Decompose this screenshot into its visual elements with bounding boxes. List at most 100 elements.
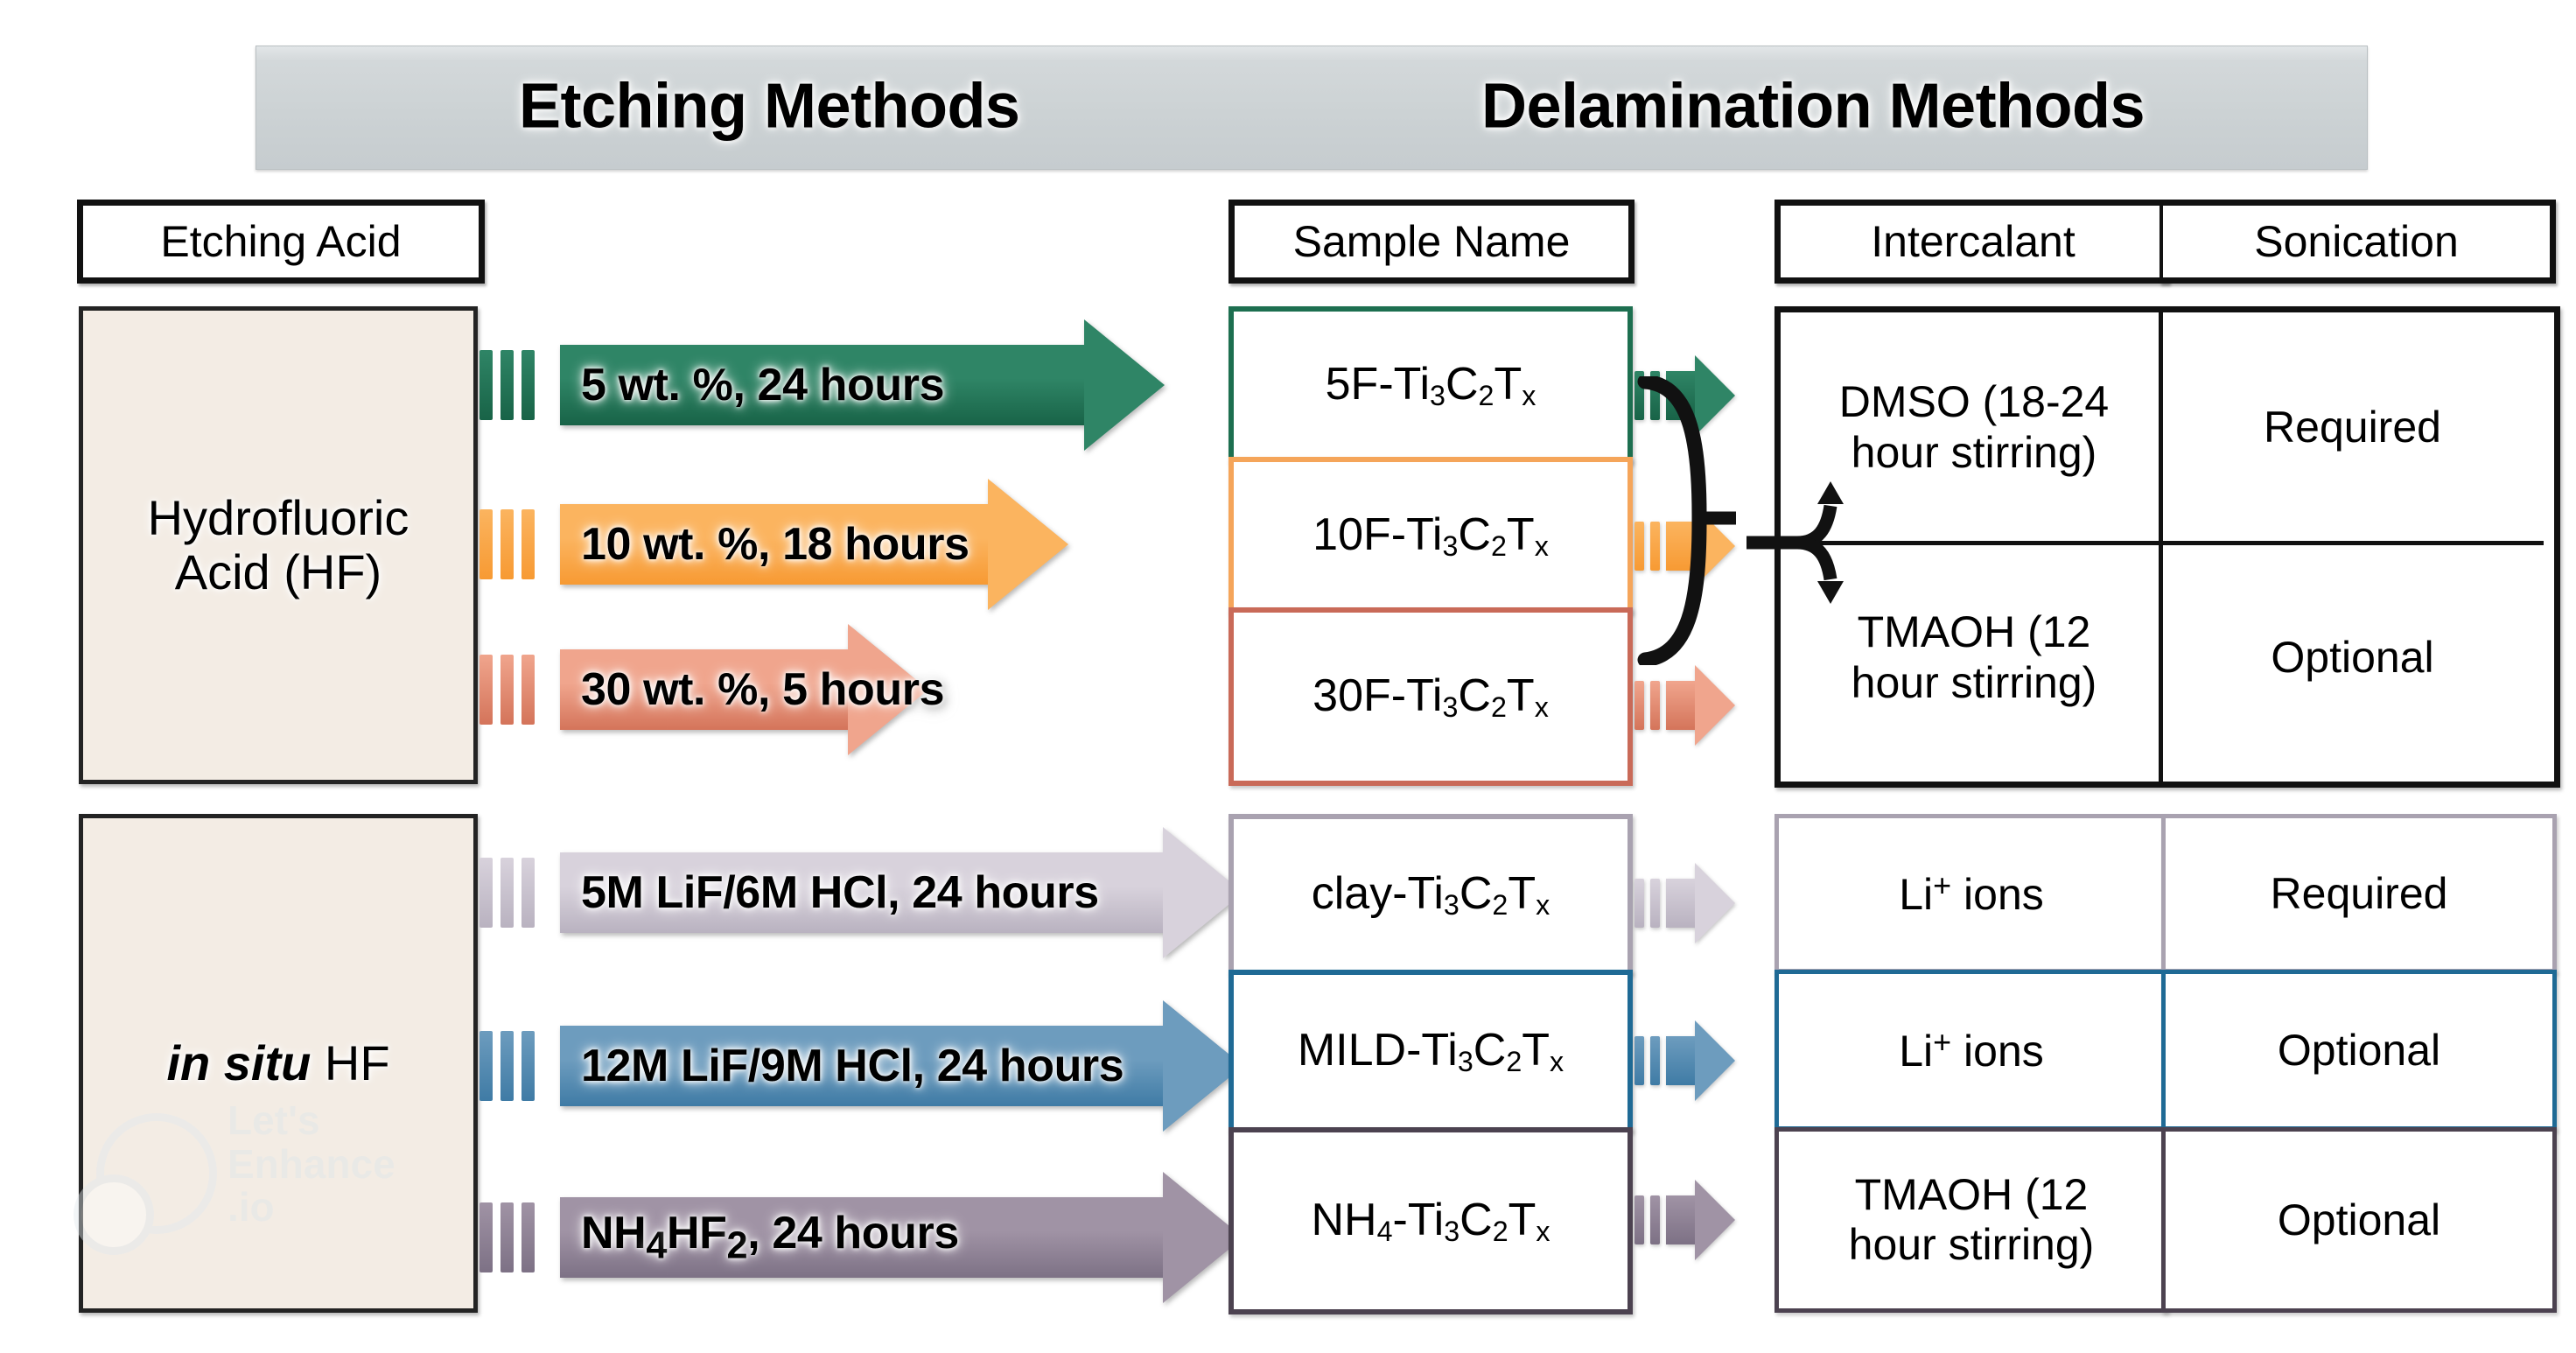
banner-delamination-methods-label: Delamination Methods (1481, 71, 2146, 142)
acid-box-in-situ-hf: in situ HF (79, 814, 478, 1313)
tick-marks-row-1 (480, 350, 535, 420)
tick-bar (522, 350, 535, 420)
etching-arrow-row-2: 10 wt. %, 18 hours (560, 479, 1068, 610)
sample-box-mild: MILD-Ti3C2Tx (1228, 970, 1633, 1132)
cell-sonication-2: Optional (2161, 970, 2557, 1131)
connector-shaft (1666, 1036, 1696, 1085)
sample-box-nh4: NH4-Ti3C2Tx (1228, 1127, 1633, 1314)
arrow-head (1084, 319, 1165, 451)
connector-arrow-4 (1634, 863, 1735, 943)
connector-shaft (1666, 681, 1696, 730)
tick-marks-row-3 (480, 655, 535, 725)
connector-ticks (1634, 681, 1660, 730)
connector-head (1695, 355, 1735, 436)
column-header-sonication: Sonication (2160, 200, 2556, 284)
tick-marks-row-6 (480, 1202, 535, 1272)
arrow-head (848, 624, 928, 755)
connector-shaft (1666, 1195, 1696, 1244)
connector-head (1695, 665, 1735, 746)
tick-marks-row-4 (480, 858, 535, 928)
tick-marks-row-5 (480, 1031, 535, 1101)
etching-condition-label-6: NH4HF2, 24 hours (581, 1208, 959, 1267)
tick-bar (522, 509, 535, 579)
etching-arrow-row-1: 5 wt. %, 24 hours (560, 319, 1165, 451)
sample-name-4: clay-Ti3C2Tx (1311, 867, 1550, 922)
tick-bar (480, 858, 493, 928)
intercalant-tmaoh-label-bottom: TMAOH (12 hour stirring) (1848, 1170, 2095, 1269)
tick-bar (480, 655, 493, 725)
etching-arrow-row-4: 5M LiF/6M HCl, 24 hours (560, 827, 1243, 958)
merge-brace (1637, 376, 1736, 665)
sample-name-6: NH4-Ti3C2Tx (1311, 1194, 1550, 1248)
intercalant-li-label-2: Li+ ions (1899, 1023, 2044, 1076)
sample-box-10f: 10F-Ti3C2Tx (1228, 457, 1633, 614)
tick-bar (500, 1202, 514, 1272)
connector-ticks (1634, 522, 1660, 571)
intercalant-dmso-label: DMSO (18-24 hour stirring) (1838, 376, 2110, 477)
tick-bar (500, 350, 514, 420)
cell-intercalant-tmaoh: TMAOH (12 hour stirring) (1789, 545, 2159, 769)
cell-sonication-optional: Optional (2271, 633, 2434, 682)
cell-sonication-3: Optional (2161, 1127, 2557, 1313)
tick-bar (500, 1031, 514, 1101)
sample-name-1: 5F-Ti3C2Tx (1325, 358, 1536, 412)
tick-bar (480, 350, 493, 420)
sample-name-5: MILD-Ti3C2Tx (1297, 1024, 1564, 1078)
cell-sonication-required: Required (2264, 402, 2441, 452)
tick-bar (522, 858, 535, 928)
acid-label-in-situ-hf: in situ HF (166, 1035, 390, 1091)
etching-condition-label-3: 30 wt. %, 5 hours (581, 664, 945, 715)
connector-ticks (1634, 879, 1660, 928)
cell-intercalant-tmaoh-bottom: TMAOH (12 hour stirring) (1774, 1127, 2168, 1313)
connector-ticks (1634, 371, 1660, 420)
acid-box-hydrofluoric: Hydrofluoric Acid (HF) (79, 306, 478, 784)
tick-bar (480, 1202, 493, 1272)
connector-head (1695, 1020, 1735, 1101)
connector-arrow-3 (1634, 665, 1735, 746)
column-header-etching-acid: Etching Acid (77, 200, 485, 284)
sample-name-2: 10F-Ti3C2Tx (1312, 508, 1549, 563)
etching-condition-label-4: 5M LiF/6M HCl, 24 hours (581, 867, 1099, 918)
branch-arrows (1746, 481, 1844, 604)
tick-bar (500, 655, 514, 725)
tick-bar (522, 655, 535, 725)
tick-bar (522, 1031, 535, 1101)
column-header-intercalant: Intercalant (1774, 200, 2169, 284)
acid-label-hydrofluoric: Hydrofluoric Acid (HF) (147, 490, 410, 599)
connector-arrow-6 (1634, 1180, 1735, 1260)
etching-condition-label-1: 5 wt. %, 24 hours (581, 360, 945, 410)
connector-ticks (1634, 1036, 1660, 1085)
top-delamination-table: DMSO (18-24 hour stirring) Required TMAO… (1774, 306, 2560, 788)
table-horizontal-divider-right (2163, 541, 2544, 545)
tick-bar (522, 1202, 535, 1272)
etching-arrow-row-3: 30 wt. %, 5 hours (560, 624, 944, 755)
cell-intercalant-dmso: DMSO (18-24 hour stirring) (1789, 312, 2159, 541)
etching-condition-label-5: 12M LiF/9M HCl, 24 hours (581, 1041, 1124, 1091)
arrow-shaft: 5 wt. %, 24 hours (560, 345, 1085, 425)
connector-arrow-5 (1634, 1020, 1735, 1101)
cell-intercalant-li-2: Li+ ions (1774, 970, 2168, 1131)
connector-shaft (1666, 879, 1696, 928)
tick-bar (480, 509, 493, 579)
intercalant-tmaoh-label: TMAOH (12 hour stirring) (1851, 607, 2097, 707)
connector-head (1695, 1180, 1735, 1260)
arrow-shaft: 30 wt. %, 5 hours (560, 649, 944, 730)
intercalant-li-label-1: Li+ ions (1899, 866, 2044, 920)
arrow-shaft: 12M LiF/9M HCl, 24 hours (560, 1026, 1164, 1106)
sample-box-5f: 5F-Ti3C2Tx (1228, 306, 1633, 464)
etching-arrow-row-5: 12M LiF/9M HCl, 24 hours (560, 1000, 1243, 1132)
etching-arrow-row-6: NH4HF2, 24 hours (560, 1172, 1243, 1303)
methods-banner: Etching Methods Delamination Methods (256, 46, 2368, 170)
tick-bar (480, 1031, 493, 1101)
column-header-sample-name: Sample Name (1228, 200, 1634, 284)
sample-name-3: 30F-Ti3C2Tx (1312, 669, 1549, 724)
table-vertical-divider (2159, 312, 2163, 782)
tick-bar (500, 858, 514, 928)
arrow-shaft: 10 wt. %, 18 hours (560, 504, 989, 585)
arrow-shaft: 5M LiF/6M HCl, 24 hours (560, 852, 1164, 933)
tick-marks-row-2 (480, 509, 535, 579)
sample-box-30f: 30F-Ti3C2Tx (1228, 607, 1633, 786)
connector-ticks (1634, 1195, 1660, 1244)
etching-condition-label-2: 10 wt. %, 18 hours (581, 519, 970, 570)
arrow-head (988, 479, 1068, 610)
